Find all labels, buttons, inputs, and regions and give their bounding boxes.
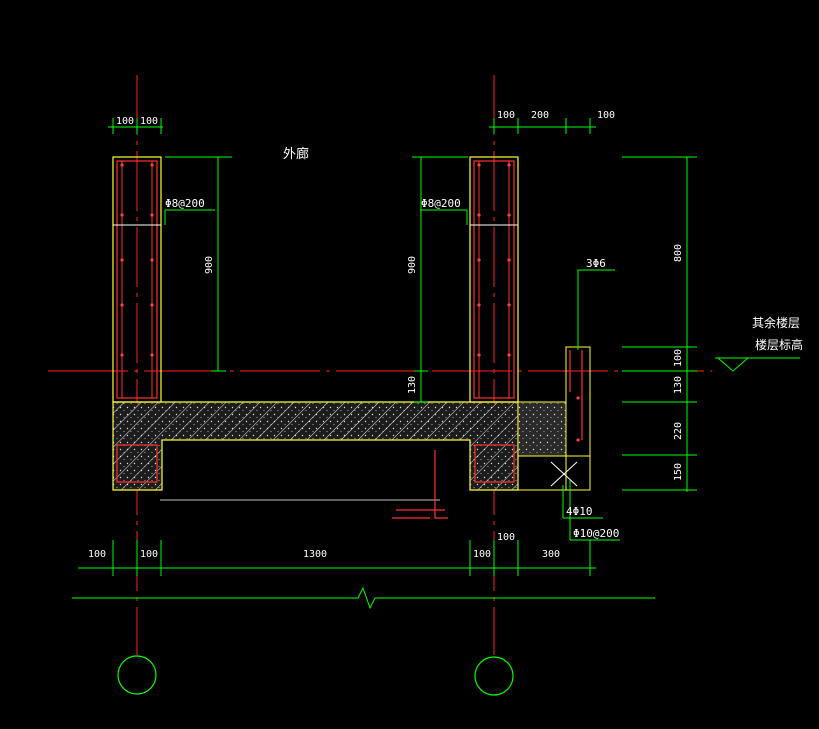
bar-label-3: 3Φ6 [586, 257, 606, 270]
parapet-wall-right [469, 156, 519, 403]
stirrup-label-right: Φ8@200 [421, 197, 461, 210]
stirrup-label-left: Φ8@200 [165, 197, 205, 210]
floor-text-1: 其余楼层 [752, 315, 800, 330]
dim-bottom-100d: 100 [497, 532, 515, 543]
rebar-dots [120, 163, 580, 442]
dimension-lines [72, 118, 800, 610]
dim-bottom-100c: 100 [473, 549, 491, 560]
bar-label-4: 4Φ10 [566, 505, 593, 518]
stirrup-label-beam: Φ10@200 [573, 527, 619, 540]
dim-top-left-a: 100 [116, 116, 134, 127]
dim-rv-220: 220 [673, 422, 684, 440]
dim-top-right-b: 200 [531, 110, 549, 121]
dim-v-900-left: 900 [204, 256, 215, 274]
corridor-label: 外廊 [283, 146, 309, 162]
grid-bubble-right [474, 656, 514, 696]
dim-rv-150: 150 [673, 463, 684, 481]
concrete-section [112, 346, 591, 501]
dim-rv-130: 130 [673, 376, 684, 394]
dim-bottom-300: 300 [542, 549, 560, 560]
dim-bottom-1300: 1300 [303, 549, 327, 560]
dim-top-left-b: 100 [140, 116, 158, 127]
dim-top-right-c: 100 [597, 110, 615, 121]
dim-rv-100: 100 [673, 349, 684, 367]
floor-text-2: 楼层标高 [755, 337, 803, 352]
dim-v-130-mid: 130 [407, 376, 418, 394]
dim-top-right-a: 100 [497, 110, 515, 121]
beam-rebar [116, 350, 583, 519]
gutter-bottom [517, 455, 591, 491]
grid-bubble-left [117, 655, 157, 695]
parapet-wall-left [112, 156, 162, 403]
dim-rv-800: 800 [673, 244, 684, 262]
dim-bottom-100b: 100 [140, 549, 158, 560]
dim-v-900-mid: 900 [407, 256, 418, 274]
dim-bottom-100a: 100 [88, 549, 106, 560]
